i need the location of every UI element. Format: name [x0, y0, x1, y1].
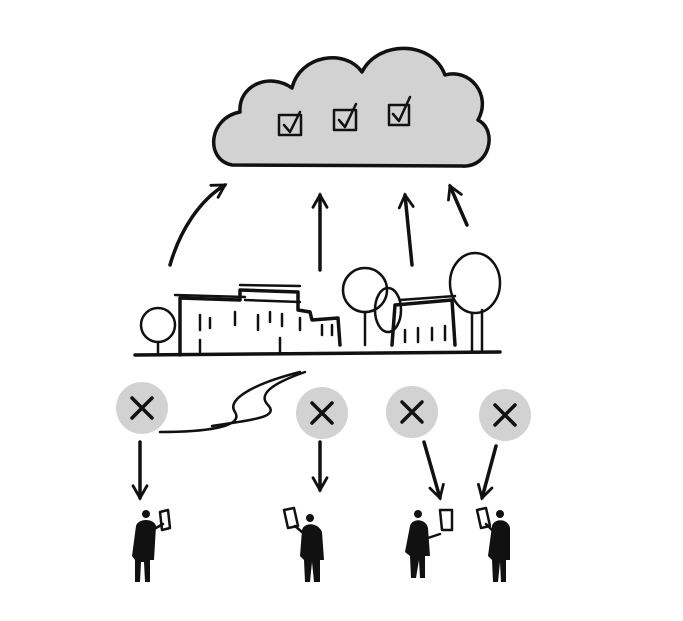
upward-arrows [168, 183, 469, 272]
checkbox-icon [387, 95, 412, 127]
blocked-node [386, 386, 438, 438]
winding-path [158, 370, 307, 434]
cloud [211, 46, 491, 168]
blocked-node [479, 389, 531, 441]
x-icon [130, 396, 154, 420]
person-with-phone-icon [405, 508, 454, 578]
x-icon [400, 400, 424, 424]
arrow-up-icon [447, 183, 469, 227]
blocked-node [116, 382, 168, 434]
arrow-down-icon [477, 444, 498, 501]
person-with-phone-icon [132, 508, 172, 582]
person-with-phone-icon [282, 506, 324, 582]
blocked-nodes [116, 382, 531, 441]
person-with-phone-icon [475, 506, 510, 582]
arrow-down-icon [422, 440, 445, 501]
town-skyline [133, 251, 502, 357]
arrow-up-icon [168, 183, 228, 267]
downward-arrows [131, 440, 498, 501]
arrow-up-icon [397, 192, 415, 267]
people [132, 506, 510, 582]
checkbox-icon [332, 102, 358, 132]
checkbox-icon [277, 110, 303, 137]
x-icon [310, 401, 334, 425]
x-icon [493, 403, 517, 427]
blocked-node [296, 387, 348, 439]
